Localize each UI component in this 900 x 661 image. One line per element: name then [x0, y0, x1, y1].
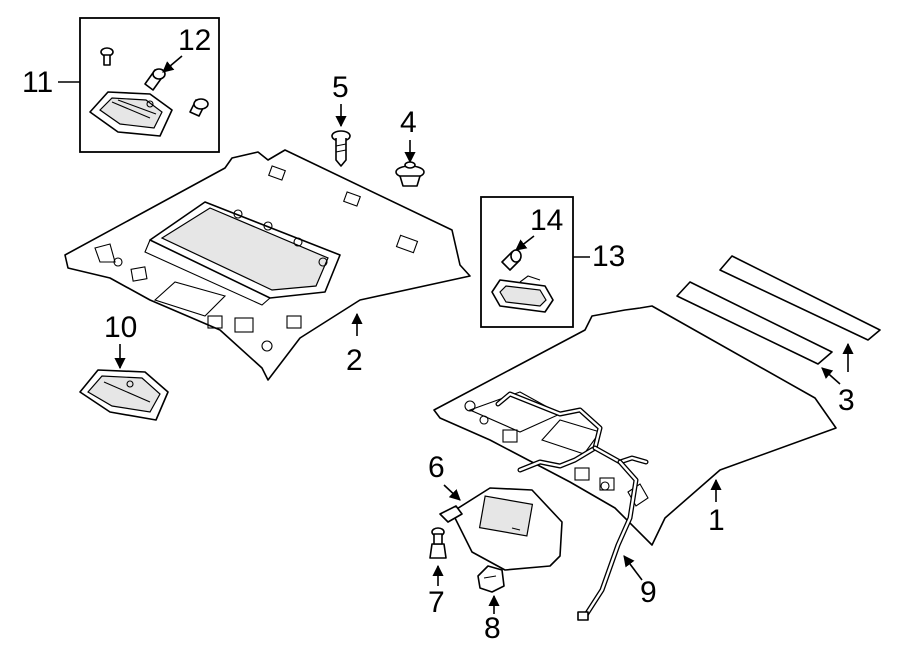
callout-6: 6	[428, 451, 445, 484]
lamp-assembly-icon	[491, 275, 554, 313]
lamp-screw-icon	[189, 98, 209, 117]
lamp-clip-icon	[144, 68, 166, 91]
callout-1: 1	[708, 504, 725, 537]
callout-9: 9	[640, 576, 657, 609]
callout-10: 10	[104, 311, 137, 344]
dome-lamp-housing-icon	[89, 91, 173, 137]
wire-harness	[495, 391, 649, 621]
callout-2: 2	[346, 344, 363, 377]
visor-screw-icon	[429, 527, 447, 559]
callout-7: 7	[428, 586, 445, 619]
sound-pads	[676, 255, 881, 365]
callout-11: 11	[22, 66, 53, 99]
sun-visor	[439, 487, 563, 571]
detail-box-lamp	[480, 196, 574, 328]
callout-8: 8	[484, 612, 501, 645]
detail-box-dome-lamp	[79, 17, 220, 153]
retainer-clip-icon	[395, 161, 425, 187]
small-screw-icon	[100, 47, 114, 66]
callout-14: 14	[530, 204, 563, 237]
visor-clip-icon	[477, 565, 505, 593]
callout-5: 5	[332, 71, 349, 104]
callout-13: 13	[592, 240, 625, 273]
callout-3: 3	[838, 384, 855, 417]
headliner-sunroof-panel	[64, 149, 471, 381]
map-lamp-icon	[79, 369, 169, 421]
callout-4: 4	[400, 106, 417, 139]
callout-12: 12	[178, 24, 211, 57]
screw-icon	[331, 130, 351, 167]
